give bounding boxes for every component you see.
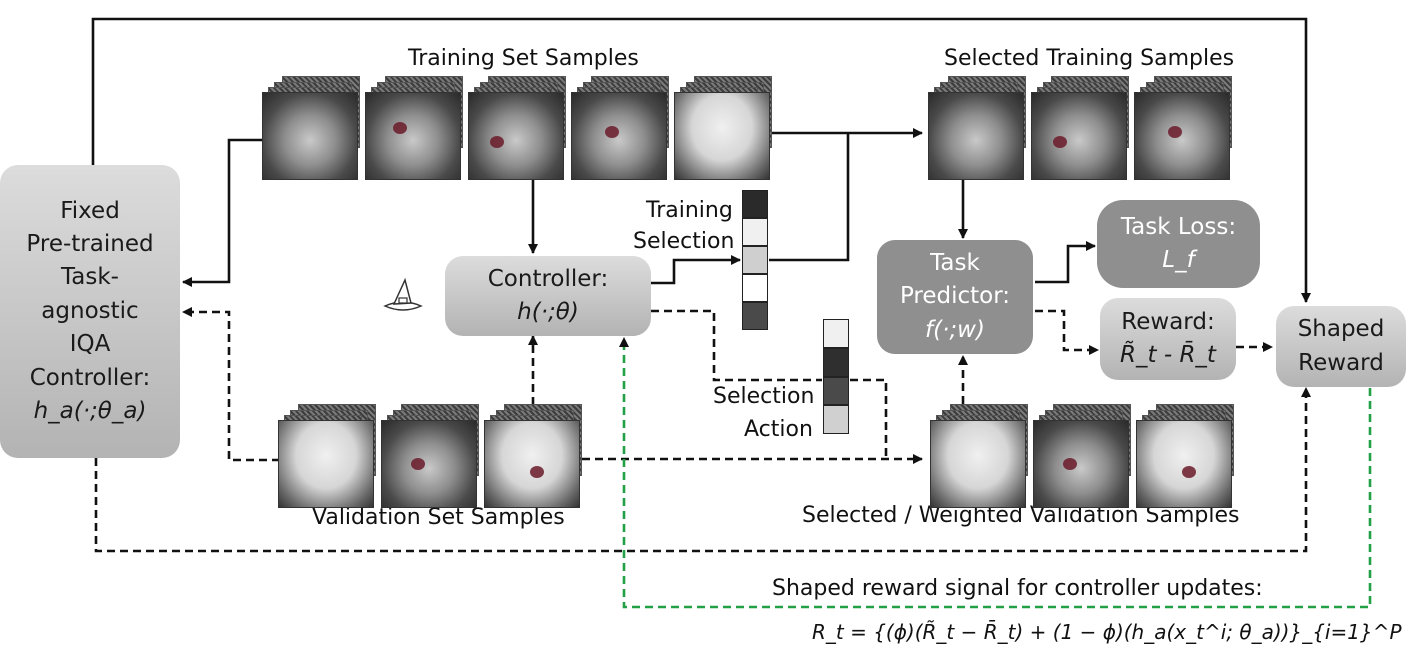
arrow-validation-to-iqa [182,307,280,462]
arrow-action-to-weighted [850,378,888,459]
reward-signal-caption: Shaped reward signal for controller upda… [772,576,1263,601]
controller-node: Controller: h(·;θ) [445,256,651,336]
weighted-validation-sample-1 [930,404,1050,508]
reward-node: Reward: R̃_t - R̄_t [1100,298,1236,380]
predictor-line-2: Predictor: [899,283,1011,310]
shaped-reward-line-2: Reward [1298,349,1384,376]
reward-formula: R̃_t - R̄_t [1120,342,1216,368]
validation-sample-2 [381,404,501,508]
selected-training-sample-1 [928,76,1048,180]
task-predictor-node: Task Predictor: f(·;w) [877,240,1033,354]
arrow-predictor-to-loss [1035,241,1096,284]
predictor-line-1: Task [930,249,980,276]
validation-sample-3 [484,404,604,508]
selection-action-label-1: Selection [713,384,815,409]
selected-training-sample-2 [1031,76,1151,180]
training-selection-vector [742,190,768,330]
reward-equation: R_t = {(ϕ)(R̃_t − R̄_t) + (1 − ϕ)(h_a(x_… [812,620,1402,644]
arrow-selection-to-selected [769,133,850,262]
iqa-line-4: agnostic [41,297,139,324]
training-selection-cell [742,274,768,302]
arrow-training-to-iqa [182,138,262,287]
iqa-controller-node: Fixed Pre-trained Task- agnostic IQA Con… [0,165,180,458]
weighted-validation-sample-2 [1033,404,1153,508]
validation-sample-1 [278,404,398,508]
selection-action-cell [823,347,849,377]
iqa-line-5: IQA [69,331,111,358]
weighted-validation-sample-3 [1136,404,1256,508]
training-selection-cell [742,190,768,218]
arrow-iqa-to-shaped-reward-top [91,17,1311,303]
task-loss-formula: L_f [1162,247,1195,273]
training-sample-2 [365,76,485,180]
selection-action-cell [823,319,849,348]
training-sample-4 [571,76,691,180]
arrow-predictor-to-reward [1035,309,1099,355]
training-selection-cell [742,218,768,246]
shaped-reward-node: Shaped Reward [1276,306,1406,387]
selection-action-vector [823,319,849,434]
iqa-line-1: Fixed [60,197,120,224]
arrow-controller-to-action [651,309,822,382]
selected-training-title: Selected Training Samples [944,46,1235,71]
wizard-hat-icon [383,277,423,311]
iqa-line-3: Task- [61,264,119,291]
iqa-line-2: Pre-trained [26,231,154,258]
training-sample-1 [262,76,382,180]
controller-title: Controller: [487,265,609,292]
iqa-formula: h_a(·;θ_a) [33,397,147,424]
validation-samples-title: Validation Set Samples [312,505,565,530]
arrow-shaped-reward-signal [619,337,1372,609]
task-loss-title: Task Loss: [1120,213,1237,240]
selected-training-sample-3 [1134,76,1254,180]
training-selection-cell [742,302,768,330]
selection-action-label-2: Action [744,417,813,442]
controller-formula: h(·;θ) [517,299,579,325]
arrow-iqa-to-shaped-reward-bottom [94,387,1311,553]
predictor-formula: f(·;w) [925,316,985,343]
training-sample-5 [674,76,794,180]
training-selection-label-1: Training [646,198,733,223]
iqa-line-6: Controller: [29,364,151,391]
task-loss-node: Task Loss: L_f [1097,200,1260,288]
training-samples-title: Training Set Samples [408,46,639,71]
training-selection-label-2: Selection [633,229,735,254]
training-sample-3 [468,76,588,180]
reward-title: Reward: [1121,308,1215,335]
selection-action-cell [823,405,849,434]
training-selection-cell [742,246,768,274]
weighted-validation-title: Selected / Weighted Validation Samples [802,503,1240,528]
shaped-reward-line-1: Shaped [1297,316,1385,343]
arrow-controller-to-selection [651,255,741,285]
selection-action-cell [823,376,849,406]
